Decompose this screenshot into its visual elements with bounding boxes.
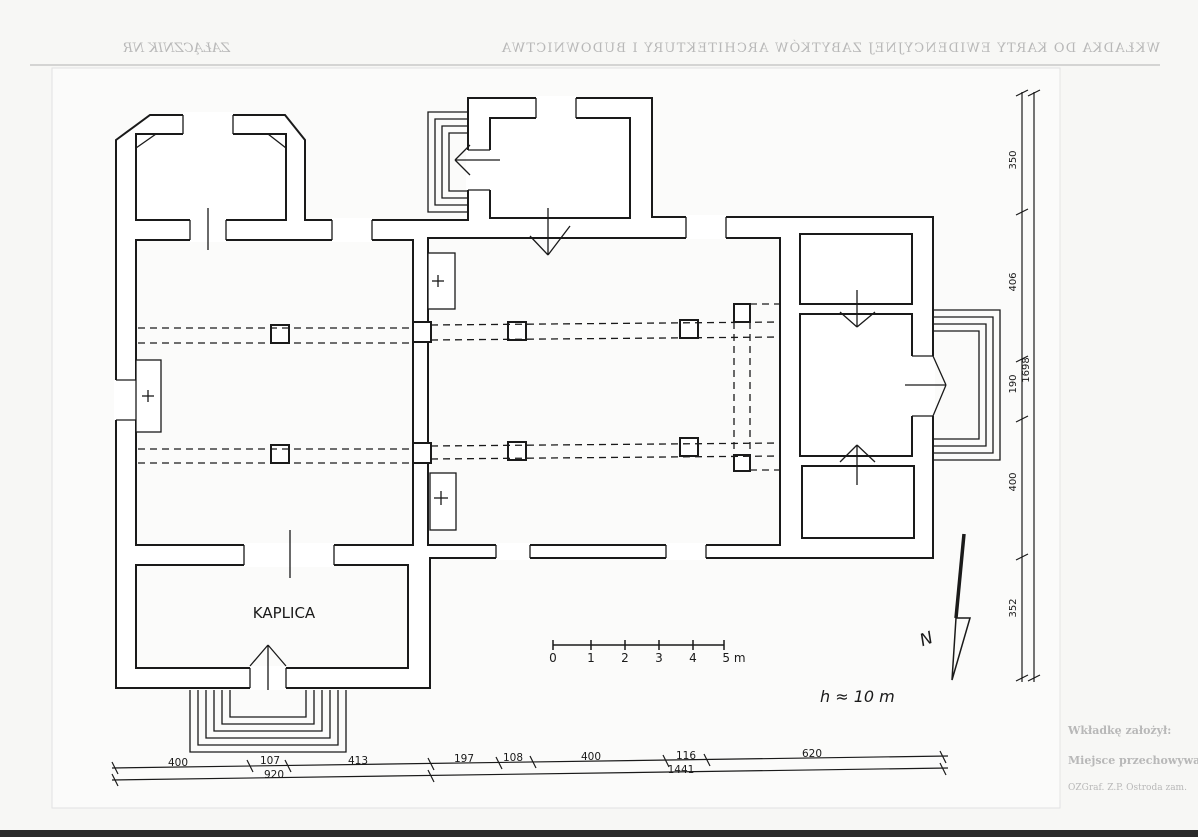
dim-1698: 1698 [1021, 357, 1032, 382]
dim-413: 413 [348, 755, 368, 767]
right-dimensions: 350 406 190 400 352 1698 [1008, 89, 1041, 682]
bleed-print: OZGraf. Z.P. Ostroda zam. [1068, 783, 1187, 793]
dim-400-b: 400 [581, 751, 601, 763]
east-room-north [799, 233, 913, 305]
dim-920: 920 [264, 769, 284, 781]
tower-chamfer [135, 133, 287, 149]
dim-406: 406 [1008, 272, 1019, 291]
bottom-dimensions: 400 107 413 197 108 400 116 620 920 1441 [111, 748, 949, 787]
scale-tick-2: 2 [621, 651, 629, 665]
dim-400-a: 400 [168, 757, 188, 769]
height-note: h ≈ 10 m [820, 687, 895, 706]
scale-tick-1: 1 [587, 651, 595, 665]
dim-352: 352 [1008, 598, 1019, 617]
room-label-kaplica: KAPLICA [253, 604, 316, 622]
east-room-south [801, 465, 915, 539]
floor-plan: KAPLICA h ≈ 10 m [114, 96, 1001, 753]
dim-350: 350 [1008, 150, 1019, 169]
attachment-mirrored: ZAŁĄCZNIK NR [123, 41, 231, 56]
tower-room [135, 133, 287, 221]
dim-107: 107 [260, 755, 280, 767]
dim-197: 197 [454, 753, 474, 765]
scale-tick-0: 0 [549, 651, 557, 665]
scale-end-label: 5 m [722, 651, 745, 665]
east-room-middle [799, 313, 913, 457]
dim-116: 116 [676, 750, 696, 762]
bleed-place: Miejsce przechowywania negatywów [1068, 754, 1198, 767]
dim-108: 108 [503, 752, 523, 764]
sacristy-north [489, 117, 631, 219]
dim-190: 190 [1008, 374, 1019, 393]
scale-tick-3: 3 [655, 651, 663, 665]
dim-620: 620 [802, 748, 822, 760]
header-mirrored: WKŁADKA DO KARTY EWIDENCYJNEJ ZABYTKÓW A… [501, 39, 1160, 56]
scale-tick-4: 4 [689, 651, 697, 665]
dim-400-right: 400 [1008, 472, 1019, 491]
dim-1441: 1441 [668, 764, 695, 776]
scale-bar: 0 1 2 3 4 5 m [549, 640, 746, 665]
bleed-left: Wkładkę założył: [1067, 724, 1171, 737]
